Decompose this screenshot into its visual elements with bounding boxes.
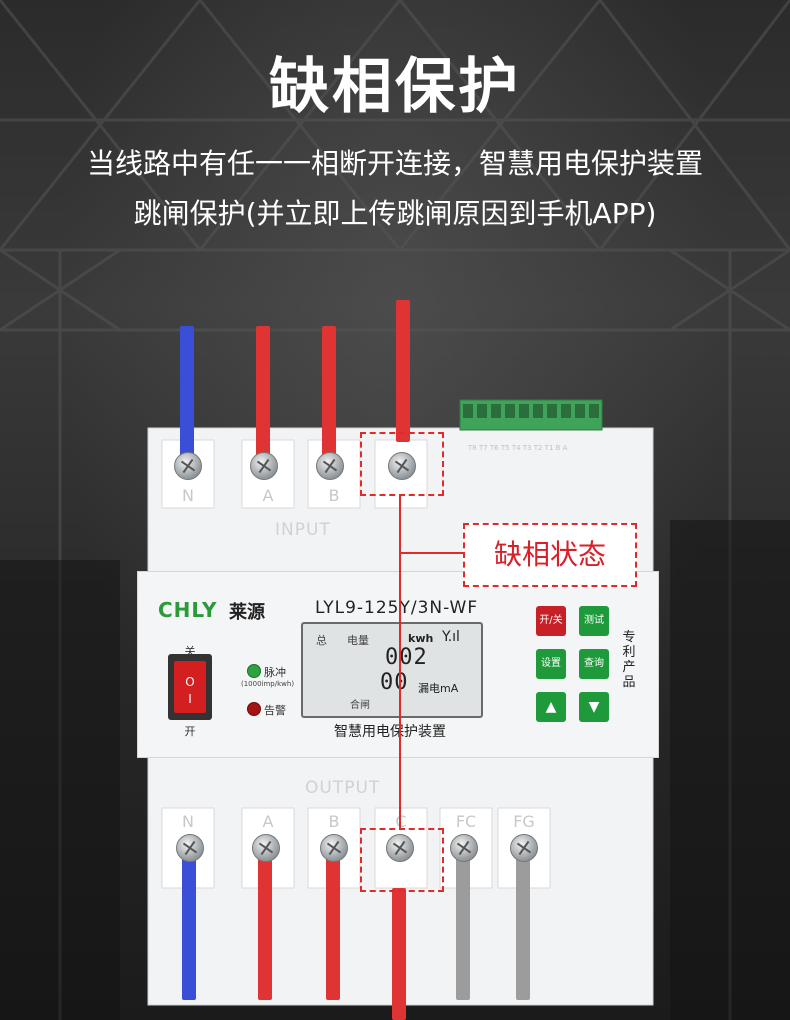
screw-icon: [176, 834, 204, 862]
screw-icon: [386, 834, 414, 862]
lcd-kwh-unit: kwh: [408, 632, 434, 645]
input-wire-b: [322, 326, 336, 466]
test-button[interactable]: 测试: [579, 606, 609, 636]
input-wire-c-broken: [396, 300, 410, 442]
subtitle-line-1: 当线路中有任一一相断开连接，智慧用电保护装置: [86, 147, 703, 180]
lcd-display: [301, 622, 483, 718]
input-terminal-n: N: [182, 486, 194, 505]
screw-icon: [252, 834, 280, 862]
output-wire-b: [326, 848, 340, 1000]
output-terminal-n: N: [182, 812, 194, 831]
lcd-total-label: 总: [316, 634, 327, 647]
callout-connector-line: [400, 552, 463, 554]
lcd-leakage-label: 漏电mA: [418, 682, 459, 695]
output-terminal-fc: FC: [455, 812, 477, 831]
output-label: OUTPUT: [305, 778, 381, 798]
down-button[interactable]: ▼: [579, 692, 609, 722]
page-title: 缺相保护: [269, 52, 521, 122]
switch-off-label: 关: [184, 645, 196, 658]
lcd-energy-label: 电量: [347, 634, 369, 647]
alarm-label: 告警: [264, 704, 286, 717]
pulse-label: 脉冲: [264, 666, 286, 679]
on-off-button[interactable]: 开/关: [536, 606, 566, 636]
output-wire-fg: [516, 848, 530, 1000]
output-phase-highlight: [360, 828, 444, 892]
brand-logo: CHLY: [158, 598, 218, 622]
screw-icon: [316, 452, 344, 480]
lcd-leakage-value: 00: [380, 670, 409, 695]
device-name: 智慧用电保护装置: [334, 724, 446, 740]
input-label: INPUT: [275, 520, 331, 540]
output-terminal-a: A: [262, 812, 274, 831]
screw-icon: [174, 452, 202, 480]
output-terminal-b: B: [328, 812, 340, 831]
input-wire-a: [256, 326, 270, 466]
screw-icon: [388, 452, 416, 480]
phase-loss-callout: 缺相状态: [463, 523, 637, 587]
output-terminal-fg: FG: [513, 812, 535, 831]
brand-chinese: 莱源: [229, 602, 265, 623]
rocker-on-mark: I: [188, 692, 192, 706]
screw-icon: [510, 834, 538, 862]
lcd-energy-value: 002: [385, 645, 428, 670]
phase-loss-indicator-line: [399, 494, 401, 830]
input-terminal-a: A: [262, 486, 274, 505]
lcd-status: 合闸: [350, 700, 370, 711]
rocker-off-mark: O: [185, 675, 195, 689]
rocker-switch[interactable]: [174, 661, 206, 713]
output-wire-fc: [456, 848, 470, 1000]
screw-icon: [320, 834, 348, 862]
patent-label: 专利产品: [622, 630, 636, 690]
switch-on-label: 开: [184, 725, 196, 738]
model-number: LYL9-125Y/3N-WF: [315, 598, 479, 618]
query-button[interactable]: 查询: [579, 649, 609, 679]
input-terminal-b: B: [328, 486, 340, 505]
screw-icon: [250, 452, 278, 480]
pulse-sub-label: (1000imp/kwh): [241, 680, 295, 688]
subtitle-line-2: 跳闸保护(并立即上传跳闸原因到手机APP): [133, 197, 657, 230]
signal-icon: Y.ıl: [442, 629, 460, 645]
settings-button[interactable]: 设置: [536, 649, 566, 679]
input-wire-n: [180, 326, 194, 466]
input-phase-highlight: [360, 432, 444, 496]
alarm-led-icon: [247, 702, 261, 716]
terminal-block-pin-labels: T8 T7 T6 T5 T4 T3 T2 T1 B A: [468, 444, 568, 452]
up-button[interactable]: ▲: [536, 692, 566, 722]
screw-icon: [450, 834, 478, 862]
output-wire-c: [392, 888, 406, 1020]
output-wire-n: [182, 848, 196, 1000]
pulse-led-icon: [247, 664, 261, 678]
output-wire-a: [258, 848, 272, 1000]
